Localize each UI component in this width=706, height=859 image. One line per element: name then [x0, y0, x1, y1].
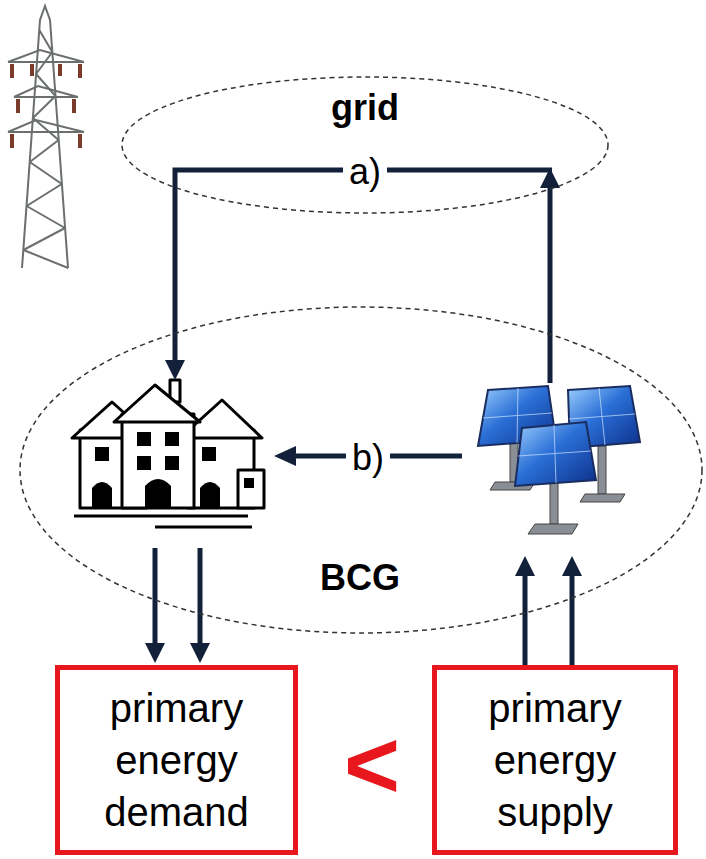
lattice-strut — [23, 228, 65, 250]
pylon — [8, 6, 84, 268]
insulators — [12, 64, 80, 148]
houses — [72, 380, 264, 527]
arrow-shaft — [175, 170, 552, 366]
arrow-shaft — [153, 548, 158, 649]
arrow-shaft — [548, 182, 553, 383]
lattice-strut — [27, 206, 65, 228]
path-label: a) — [343, 152, 387, 192]
lattice-strut — [27, 184, 62, 206]
flow-arrow — [562, 556, 582, 665]
lattice-strut — [30, 162, 62, 184]
supply-box: primary energy supply — [432, 665, 678, 855]
comparison-sign: < — [338, 712, 406, 818]
grid-region: grid — [120, 75, 610, 215]
arrow-shaft — [570, 570, 575, 665]
path-label: b) — [346, 438, 390, 478]
flow-arrow — [145, 548, 165, 663]
lattice-strut — [36, 74, 55, 96]
arrow-head — [145, 643, 165, 663]
lattice-strut — [39, 30, 52, 52]
arrow-head — [165, 360, 185, 380]
lattice-strut — [36, 52, 52, 74]
flow-arrow — [190, 548, 210, 663]
box-text: primary energy demand — [66, 682, 287, 838]
region-label: grid — [331, 87, 399, 129]
lattice-strut — [33, 118, 59, 140]
arrow-shaft — [198, 548, 203, 649]
ellipse-outline — [20, 307, 702, 633]
arrow-shaft — [523, 570, 528, 665]
region-label: BCG — [320, 557, 400, 599]
lattice-strut — [23, 250, 68, 268]
ellipse-outline — [122, 77, 608, 213]
box-text: primary energy supply — [443, 682, 667, 838]
arrow-head — [190, 643, 210, 663]
solar-panels — [478, 386, 640, 534]
lattice-strut — [33, 96, 56, 118]
lattice-strut — [30, 140, 59, 162]
demand-box: primary energy demand — [55, 665, 298, 855]
flow-arrow — [165, 170, 552, 380]
arrow-head — [562, 556, 582, 576]
flow-arrow — [540, 168, 560, 383]
arrow-head — [515, 556, 535, 576]
